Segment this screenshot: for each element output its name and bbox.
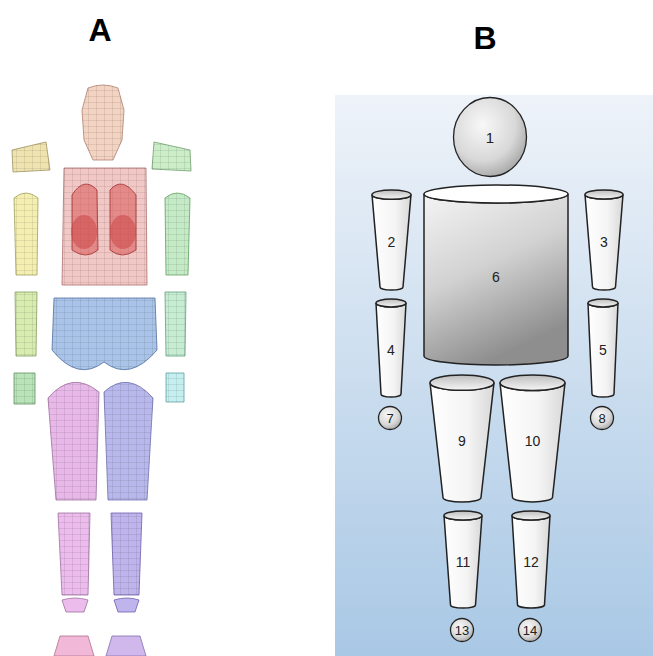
panel-letter: A <box>88 14 111 46</box>
thigh-mesh-grid <box>104 382 153 500</box>
cylinder-top <box>500 375 565 391</box>
organ-mesh <box>71 215 97 249</box>
segment-number: 12 <box>523 551 539 569</box>
shin-mesh <box>58 513 90 595</box>
shoulder-mesh-grid <box>152 142 191 171</box>
cylinder-top <box>372 190 411 199</box>
cylinder-body <box>588 303 618 397</box>
cylinder-body <box>372 195 411 290</box>
segment-sphere: 1 <box>453 97 527 177</box>
thigh-mesh <box>104 382 153 500</box>
shoulder-mesh-grid <box>12 142 50 172</box>
ankle-mesh <box>114 598 139 612</box>
pelvis-mesh-grid <box>52 298 157 370</box>
thorax-mesh <box>62 168 147 285</box>
hand-mesh <box>166 373 184 402</box>
head-mesh <box>82 85 124 160</box>
foot-mesh <box>54 636 94 656</box>
shoulder-mesh <box>12 142 50 172</box>
segment-sphere: 8 <box>590 406 614 430</box>
segment-number: 14 <box>523 624 537 637</box>
sphere-shape <box>379 407 402 430</box>
segment-sphere: 7 <box>378 406 402 430</box>
segment-number: 6 <box>492 266 500 284</box>
shin-mesh-grid <box>58 513 90 595</box>
cylinder-body <box>444 516 482 608</box>
ankle-mesh <box>62 598 88 612</box>
segment-cylinder: 3 <box>585 190 623 290</box>
segment-sphere: 14 <box>518 618 542 642</box>
cylinder-top <box>430 375 494 390</box>
cylinder-top <box>444 511 482 520</box>
pelvis-mesh <box>52 298 157 370</box>
hand-mesh-grid <box>166 373 184 402</box>
segment-cylinder: 12 <box>512 511 550 608</box>
upper-arm-mesh <box>165 193 190 275</box>
segment-cylinder: 11 <box>444 511 482 608</box>
segment-sphere: 13 <box>450 618 474 642</box>
segment-number: 13 <box>455 624 469 637</box>
segment-number: 2 <box>388 231 396 249</box>
segment-cylinder: 2 <box>372 190 411 290</box>
cylinder-top <box>588 299 618 307</box>
shoulder-mesh <box>152 142 191 171</box>
segment-number: 1 <box>486 130 494 145</box>
segment-number: 3 <box>600 231 608 249</box>
panel-letter: B <box>473 22 496 54</box>
segment-cylinder: 10 <box>500 375 565 502</box>
sphere-shape <box>591 407 614 430</box>
cylinder-body <box>512 516 550 608</box>
cylinder-body <box>424 194 568 365</box>
thorax-mesh-grid <box>62 168 147 285</box>
segment-cylinder: 4 <box>376 299 406 397</box>
head-mesh-grid <box>82 85 124 160</box>
foot-mesh <box>106 636 146 656</box>
thigh-mesh-grid <box>48 382 99 500</box>
organ-mesh <box>110 215 136 249</box>
segment-number: 11 <box>456 551 471 569</box>
segment-cylinder: 6 <box>424 185 568 365</box>
sphere-shape <box>519 619 542 642</box>
cylinder-body <box>376 303 406 397</box>
panel-ground <box>335 95 653 656</box>
segment-number: 7 <box>386 412 393 425</box>
cylinder-top <box>585 190 623 199</box>
upper-arm-mesh <box>14 193 38 275</box>
sphere-shape <box>451 619 474 642</box>
segment-number: 5 <box>599 339 607 357</box>
segment-number: 4 <box>387 339 395 357</box>
forearm-mesh-grid <box>15 292 37 356</box>
forearm-mesh <box>165 292 186 356</box>
cylinder-top <box>376 299 406 307</box>
lung-mesh <box>110 184 136 255</box>
cylinder-body <box>585 195 623 290</box>
segment-cylinder: 5 <box>588 299 618 397</box>
lung-mesh <box>72 184 98 255</box>
thigh-mesh <box>48 382 99 500</box>
shin-mesh-grid <box>111 513 142 595</box>
shin-mesh <box>111 513 142 595</box>
cylinder-top <box>512 511 550 520</box>
upper-arm-mesh-grid <box>165 193 190 275</box>
forearm-mesh <box>15 292 37 356</box>
upper-arm-mesh-grid <box>14 193 38 275</box>
segment-cylinder: 9 <box>430 375 494 502</box>
cylinder-top <box>424 185 568 203</box>
cylinder-body <box>500 383 565 502</box>
hand-mesh-grid <box>14 373 35 404</box>
segment-number: 9 <box>458 430 466 448</box>
sphere-shape <box>454 98 527 177</box>
forearm-mesh-grid <box>165 292 186 356</box>
segment-number: 8 <box>598 412 605 425</box>
segment-number: 10 <box>525 430 541 448</box>
hand-mesh <box>14 373 35 404</box>
cylinder-body <box>430 383 494 502</box>
